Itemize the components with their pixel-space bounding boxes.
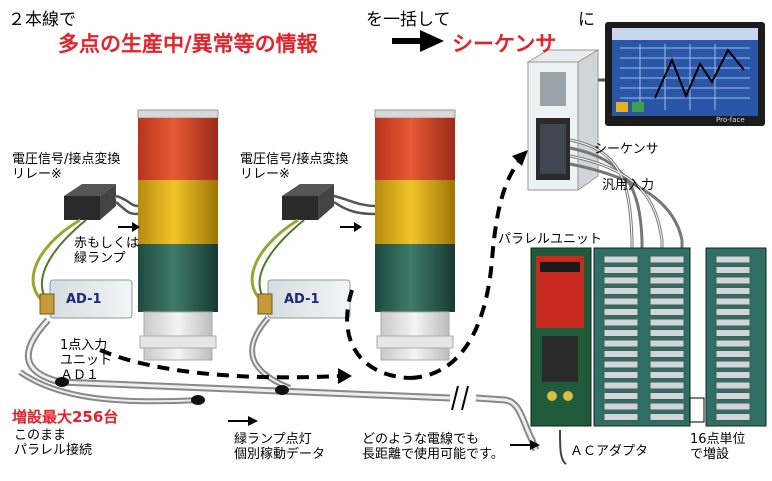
terminal-screw [649,350,685,358]
terminal-screw [715,350,751,358]
terminal-screw [715,318,751,327]
increment-bracket [689,397,705,423]
terminal-screw [649,318,685,327]
terminal-screw [603,287,639,295]
terminal-screw [715,287,751,295]
terminal-screw [603,318,639,327]
parallel-unit-label: パラレルユニット [498,232,603,247]
terminal-screw [603,413,639,421]
sequencer-label: シーケンサ [594,142,659,157]
expansion-note: このまま パラレル接続 [14,428,93,458]
headline-prefix: ２本線で [8,10,76,30]
terminal-screw [603,255,639,264]
terminal-screw [715,413,751,421]
headline-mid: を一括して [366,10,451,30]
terminal-screw [649,371,685,379]
terminal-screw [715,381,751,390]
sequencer-plc [526,49,600,191]
hmi-monitor [605,22,765,126]
arrow-right-icon [228,416,540,450]
increment-label: 16点単位 で増設 [690,432,746,462]
unit-name: 1点入力 ユニット ＡＤ１ [60,338,113,383]
terminal-screw [649,329,685,337]
arrow-right-icon [118,222,362,232]
terminal-screw [649,297,685,306]
headline-info: 多点の生産中/異常等の情報 [58,32,318,56]
terminal-screw [715,339,751,348]
terminal-screw [649,276,685,285]
terminal-screw [715,371,751,379]
terminal-screw [649,287,685,295]
general-input-label: 汎用入力 [602,178,655,193]
dashed-arrow-heads [338,150,528,384]
terminal-screw [715,360,751,369]
terminal-screw [603,329,639,337]
headline-arrow-icon [392,30,444,52]
signal-tower-2 [374,109,456,361]
terminal-screw [715,266,751,274]
terminal-screw [603,276,639,285]
dashed-arrow-icon [99,158,522,380]
green-data-label: 緑ランプ点灯 個別稼動データ [234,432,326,462]
signal-tower-1 [137,109,219,361]
terminal-blocks [603,255,751,421]
input-ribbon-shine [569,139,663,400]
terminal-screw [649,392,685,400]
terminal-screw [603,308,639,316]
terminal-screw [649,266,685,274]
ac-adapter-label: ＡＣアダプタ [570,444,649,459]
terminal-screw [649,413,685,421]
relay-block-2 [282,184,334,220]
terminal-screw [603,392,639,400]
terminal-screw [603,402,639,411]
terminal-screw [603,381,639,390]
terminal-screw [649,308,685,316]
terminal-screw [715,308,751,316]
terminal-screw [715,392,751,400]
terminal-screw [715,276,751,285]
cable-clamps [55,377,289,405]
terminal-screw [603,297,639,306]
ad1-module-2 [257,279,351,319]
terminal-screw [603,371,639,379]
relay-block-1 [64,184,116,220]
terminal-screw [649,339,685,348]
expansion-title: 増設最大256台 [12,408,119,426]
converter-label-2: 電圧信号/接点変換 リレー※ [240,152,349,182]
terminal-screw [715,402,751,411]
terminal-screw [649,381,685,390]
terminal-screw [603,360,639,369]
terminal-screw [649,255,685,264]
module-text-1: AD-1 [66,292,102,307]
ad1-module-1 [39,279,133,319]
module-text-2: AD-1 [284,292,320,307]
headline-target: シーケンサ [452,32,557,56]
terminal-screw [603,350,639,358]
terminal-screw [603,339,639,348]
converter-label-1: 電圧信号/接点変換 リレー※ [12,152,121,182]
lamp-note: 赤もしくは 緑ランプ [74,236,140,266]
terminal-screw [603,266,639,274]
terminal-screw [649,360,685,369]
headline-suffix: に [578,10,595,30]
break-mark-icon [451,385,469,411]
terminal-screw [715,297,751,306]
monitor-brand: Pro-face [716,116,745,124]
cable-note: どのような電線でも 長距離で使用可能です。 [362,432,504,462]
terminal-screw [715,329,751,337]
terminal-screw [715,255,751,264]
terminal-screw [649,402,685,411]
ac-adapter-wire [559,429,567,465]
